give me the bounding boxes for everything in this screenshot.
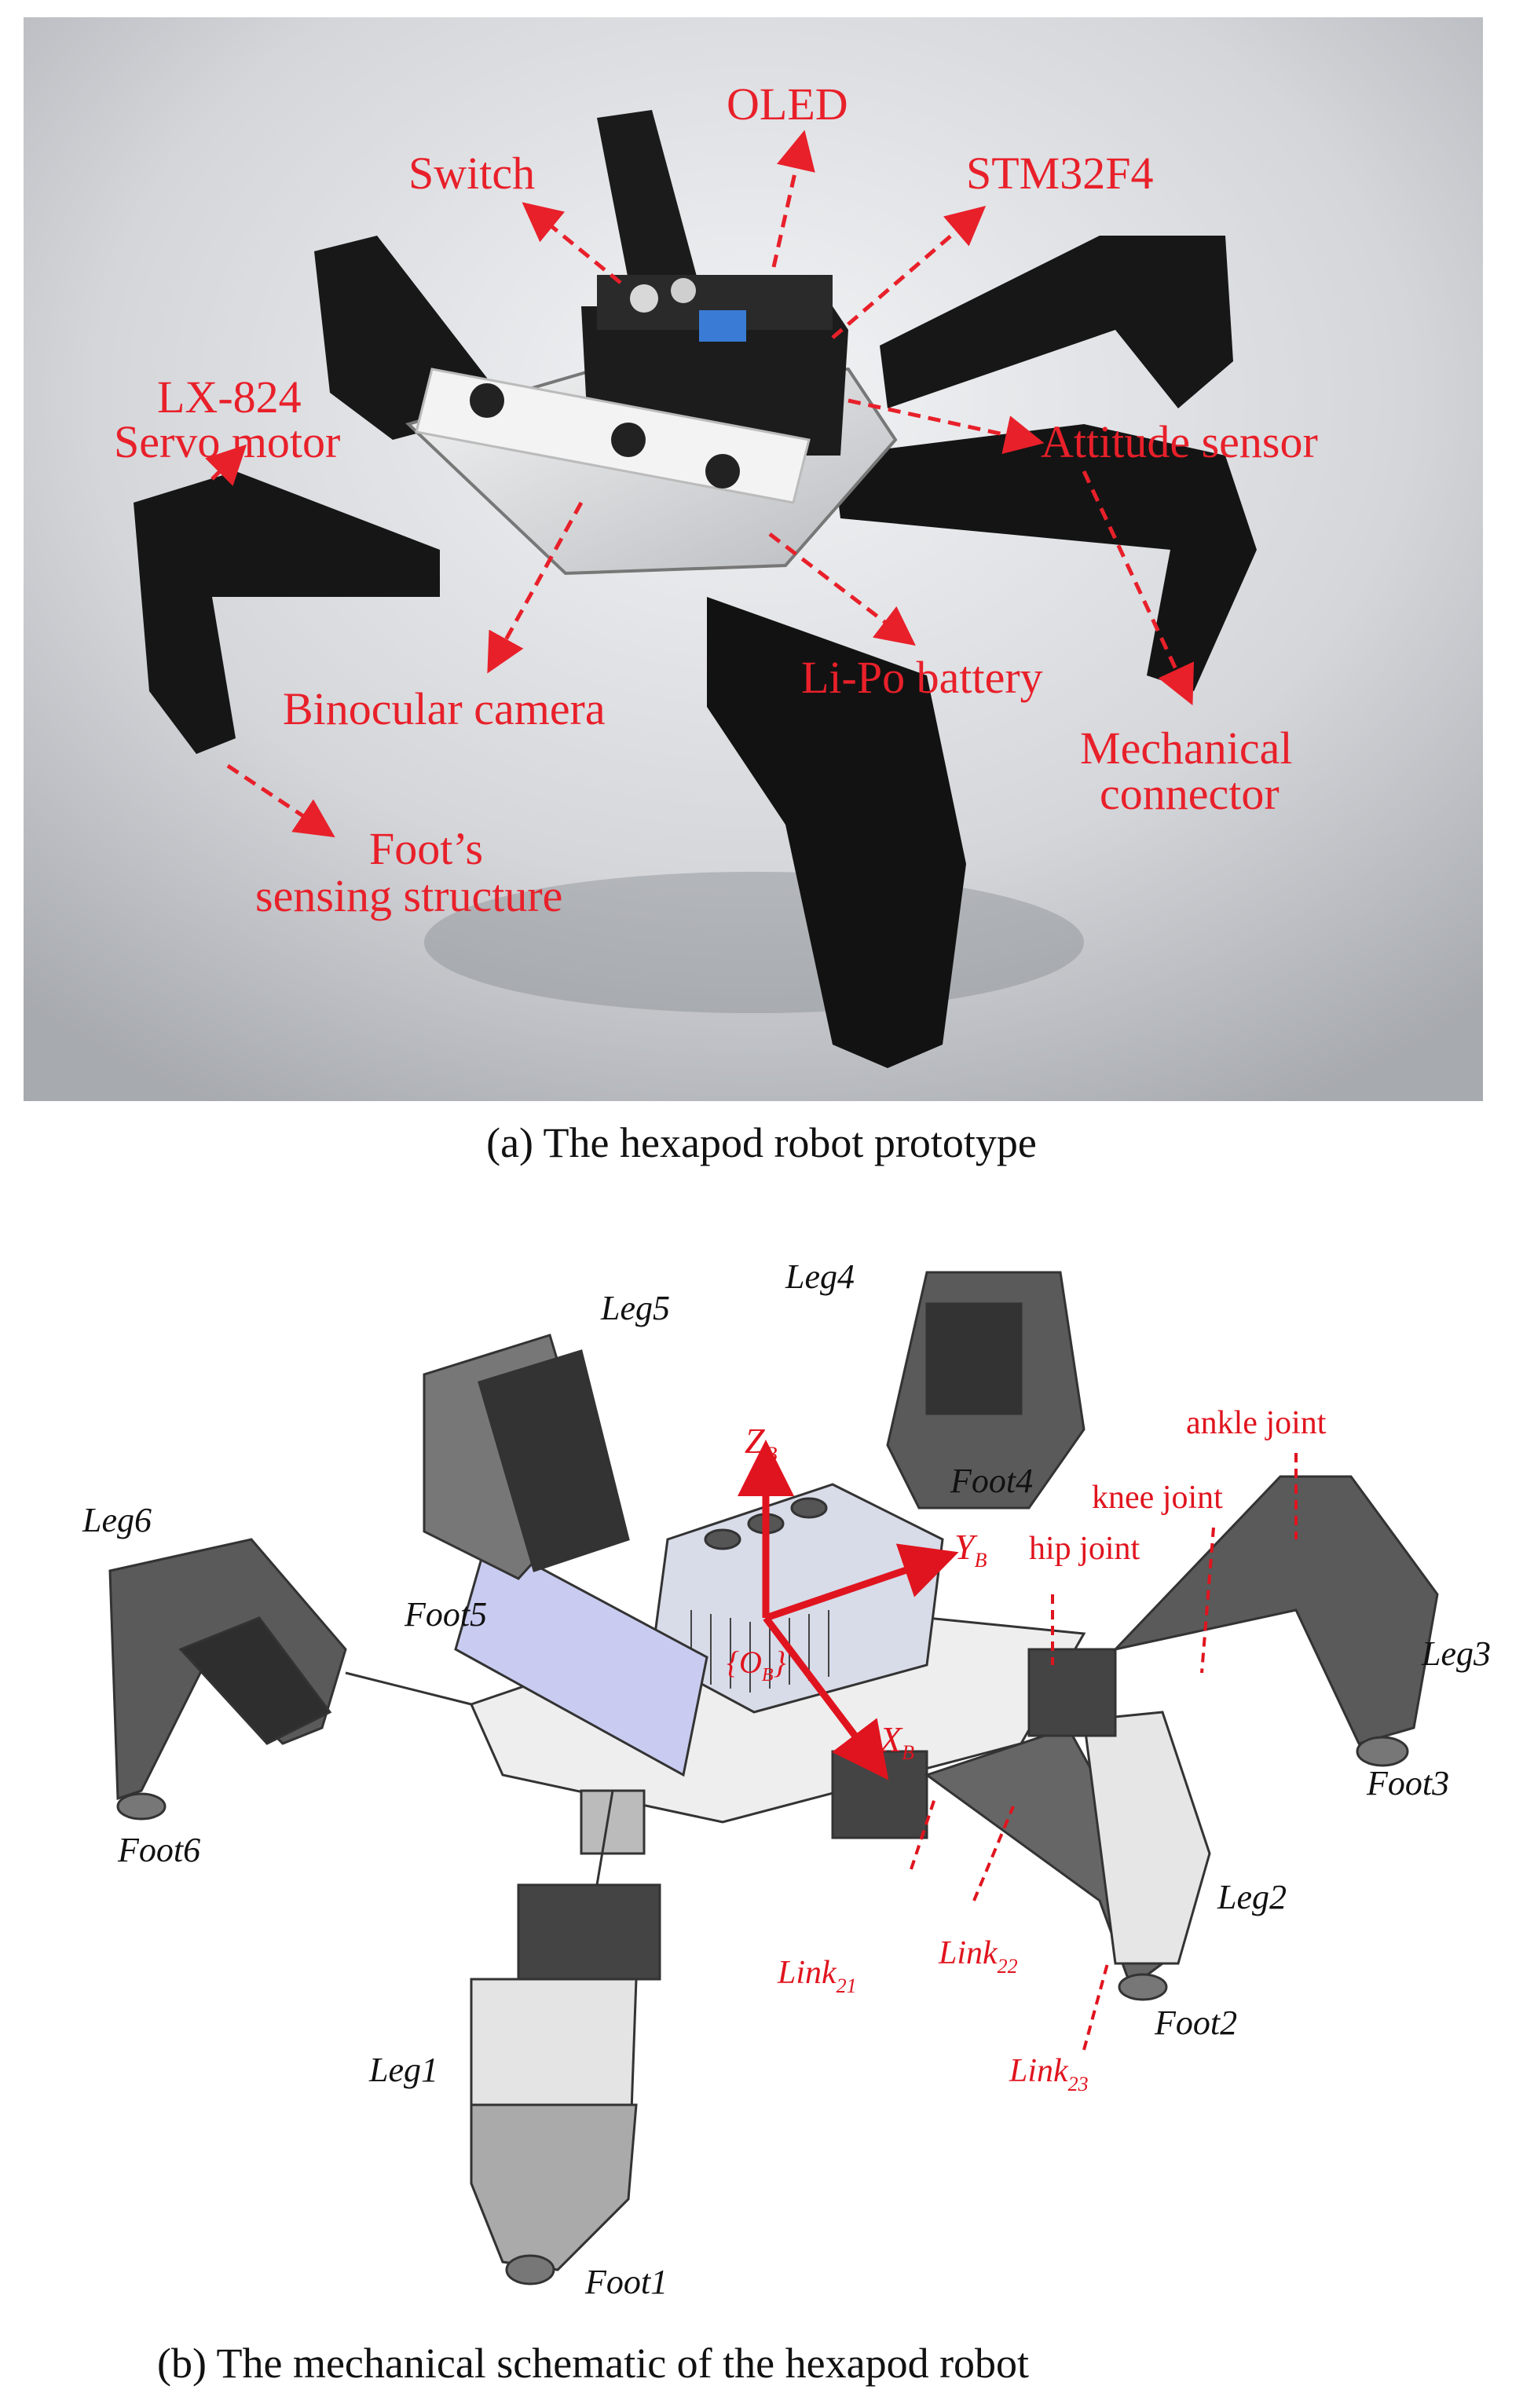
- x-axis-arrow: [763, 1616, 889, 1780]
- label-foot5: Foot5: [404, 1595, 487, 1634]
- label-binocular-camera: Binocular camera: [283, 683, 606, 734]
- label-y-axis: YB: [954, 1527, 987, 1572]
- label-leg3: Leg3: [1421, 1634, 1491, 1673]
- label-leg1: Leg1: [368, 2051, 438, 2089]
- label-hip-joint: hip joint: [1029, 1531, 1140, 1567]
- body-coordinate-frame: [738, 1440, 959, 1780]
- label-stm32f4: STM32F4: [966, 148, 1154, 199]
- label-lipo-battery: Li-Po battery: [801, 652, 1043, 703]
- label-leg2: Leg2: [1217, 1878, 1287, 1916]
- annotation-arrows: [205, 130, 1195, 838]
- label-foot1: Foot1: [584, 2263, 668, 2301]
- label-foot3: Foot3: [1366, 1764, 1449, 1802]
- caption-b: (b) The mechanical schematic of the hexa…: [157, 2340, 1030, 2387]
- label-link21: Link21: [777, 1955, 857, 1997]
- label-mechanical: Mechanical: [1080, 723, 1293, 774]
- label-link22: Link22: [938, 1935, 1018, 1978]
- label-leg4: Leg4: [785, 1257, 855, 1296]
- label-link23: Link23: [1009, 2053, 1089, 2095]
- label-knee-joint: knee joint: [1092, 1480, 1223, 1516]
- label-servo-model: LX-824: [157, 371, 302, 423]
- label-switch: Switch: [408, 148, 535, 199]
- label-leg5: Leg5: [600, 1289, 670, 1327]
- label-z-axis: ZB: [745, 1421, 778, 1466]
- panel-a-figure: OLED Switch STM32F4 LX-824 Servo motor A…: [24, 17, 1483, 1101]
- label-sensing-structure: sensing structure: [255, 870, 562, 921]
- label-connector: connector: [1100, 768, 1280, 819]
- label-foot: Foot’s: [369, 823, 483, 874]
- label-foot6: Foot6: [117, 1831, 200, 1869]
- label-x-axis: XB: [878, 1719, 914, 1764]
- label-origin: {OB}: [727, 1645, 786, 1685]
- label-foot4: Foot4: [950, 1462, 1033, 1500]
- joint-leaders: [910, 1453, 1298, 2051]
- label-servo-motor: Servo motor: [114, 416, 340, 467]
- y-axis-arrow: [764, 1543, 959, 1622]
- caption-a: (a) The hexapod robot prototype: [486, 1119, 1037, 1166]
- robot-silhouette: [134, 110, 1257, 1068]
- label-leg6: Leg6: [82, 1501, 152, 1539]
- label-ankle-joint: ankle joint: [1186, 1405, 1327, 1441]
- label-attitude-sensor: Attitude sensor: [1041, 416, 1318, 467]
- label-foot2: Foot2: [1154, 2004, 1237, 2042]
- label-oled: OLED: [727, 79, 848, 130]
